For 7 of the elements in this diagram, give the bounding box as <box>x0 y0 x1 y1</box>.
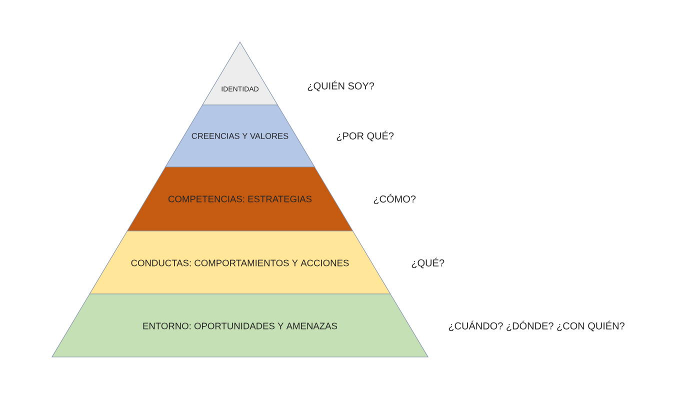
question-label: ¿POR QUÉ? <box>336 130 394 142</box>
pyramid-level: CONDUCTAS: COMPORTAMIENTOS Y ACCIONES <box>89 230 391 294</box>
question-label: ¿CUÁNDO? ¿DÓNDE? ¿CON QUIÉN? <box>448 320 624 332</box>
question-label: ¿CÓMO? <box>374 194 416 204</box>
pyramid-level: COMPETENCIAS: ESTRATEGIAS <box>126 166 354 232</box>
question-label: ¿QUÉ? <box>412 258 444 268</box>
question-label: ¿QUIÉN SOY? <box>308 80 374 92</box>
